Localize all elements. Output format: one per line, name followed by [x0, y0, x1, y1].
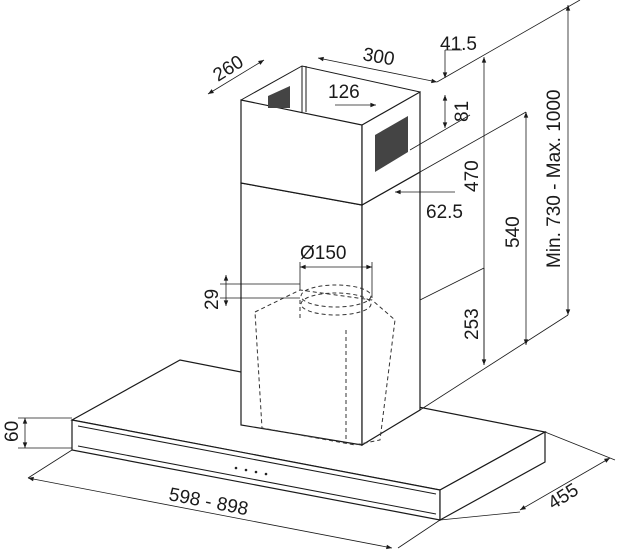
label-upper-height: 470 [462, 160, 483, 192]
label-total-height: Min. 730 - Max. 1000 [544, 90, 565, 268]
chimney-upper [240, 65, 421, 207]
chimney-lower [240, 170, 421, 447]
label-duct-diameter: Ø150 [300, 243, 346, 264]
label-offset-top: 41.5 [440, 34, 477, 55]
motor-housing [254, 284, 396, 446]
label-motor-height: 253 [462, 308, 483, 340]
dimension-lines [18, 0, 616, 550]
label-vent-offset: 126 [328, 82, 360, 103]
label-vent-depth: 62.5 [426, 202, 463, 223]
label-chimney-width: 300 [361, 44, 396, 70]
vent-grille [268, 86, 408, 172]
control-dots [234, 466, 268, 476]
label-collar-height: 29 [202, 289, 223, 310]
label-chimney-depth: 260 [210, 52, 248, 87]
label-lower-height: 540 [503, 216, 524, 248]
label-canopy-depth: 455 [545, 480, 583, 515]
label-vent-height: 81 [452, 101, 473, 122]
label-canopy-width: 598 - 898 [167, 484, 250, 520]
label-canopy-thickness: 60 [2, 421, 23, 442]
